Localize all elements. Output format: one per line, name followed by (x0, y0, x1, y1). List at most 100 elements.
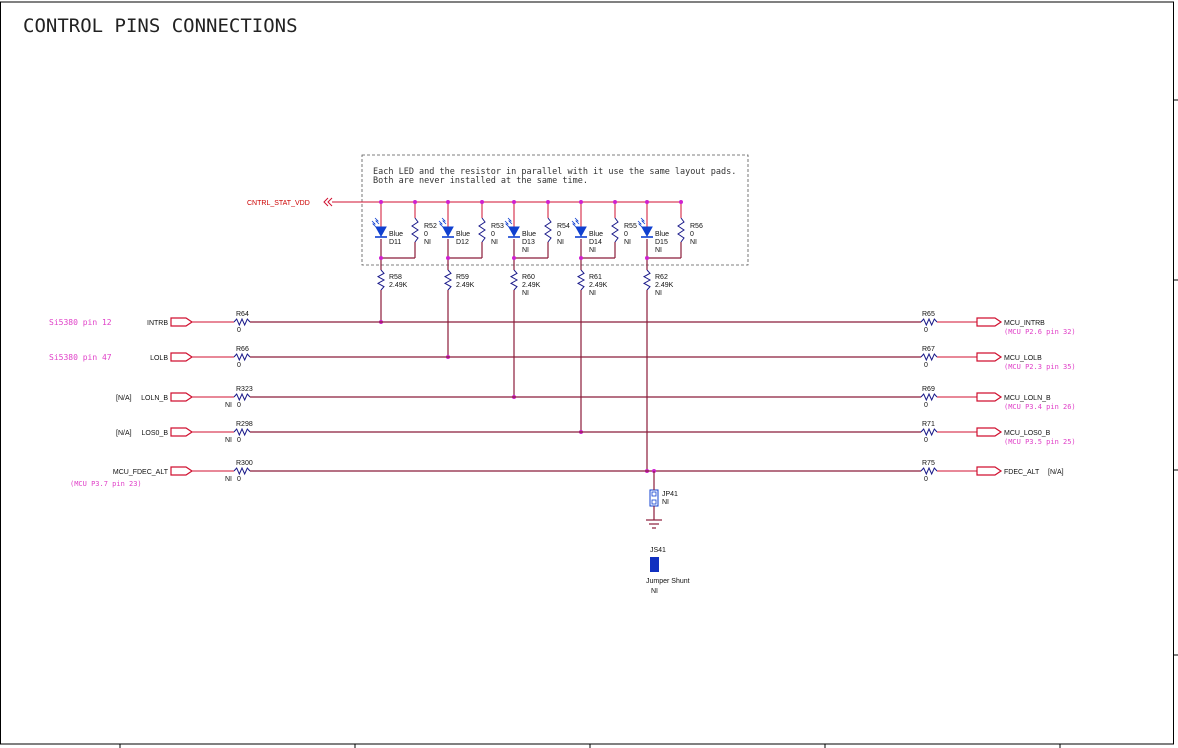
resistor-zigzag (920, 352, 938, 362)
jumper-ref: JP41 (662, 491, 678, 498)
led-ni: NI (589, 247, 596, 254)
resistor-zigzag (443, 269, 453, 291)
input-port-intrb[interactable]: INTRB (147, 317, 194, 327)
resistor-ref: R55 (624, 223, 637, 230)
resistor-value: 2.49K (589, 282, 608, 289)
resistor-ref: R323 (236, 386, 253, 393)
shunt-body (650, 557, 659, 572)
output-port-mcu-los0-b[interactable]: MCU_LOS0_B (976, 427, 1051, 437)
led-color: Blue (655, 231, 669, 238)
light-ray-icon (637, 220, 643, 228)
resistor-zigzag (376, 269, 386, 291)
jumper-shunt-js41[interactable]: JS41 Jumper Shunt NI (646, 547, 690, 595)
resistor-zigzag (233, 427, 251, 437)
junction-dot (613, 200, 617, 204)
led-triangle (375, 226, 387, 238)
port-arrow-icon (976, 427, 1003, 437)
resistor-zigzag (411, 217, 419, 243)
resistor-zigzag (677, 217, 685, 243)
jumper-pin (651, 499, 657, 505)
resistor-value: 0 (237, 402, 241, 409)
mcu-pin-note: (MCU P2.6 pin 32) (1004, 328, 1076, 336)
light-ray-icon (507, 217, 513, 225)
resistor-zigzag (642, 269, 652, 291)
resistor-zigzag (920, 466, 938, 476)
resistor-ref: R62 (655, 274, 668, 281)
resistor-value: 0 (237, 476, 241, 483)
output-port-mcu-lolb[interactable]: MCU_LOLB (976, 352, 1042, 362)
led-ref: D11 (389, 239, 401, 246)
resistor-ref: R75 (922, 460, 935, 467)
led-ref: D13 (522, 239, 535, 246)
resistor-ni: NI (624, 239, 631, 246)
port-arrow-icon (170, 317, 194, 327)
resistor-zigzag (233, 317, 251, 327)
resistor-ref: R52 (424, 223, 437, 230)
light-ray-icon (374, 217, 380, 225)
port-arrow-icon (170, 427, 194, 437)
jumper-jp41[interactable]: JP41 NI (649, 489, 678, 507)
resistor-value: 2.49K (655, 282, 674, 289)
output-port-fdec-alt[interactable]: FDEC_ALT (976, 466, 1040, 476)
port-arrow-icon (976, 392, 1003, 402)
page-title: CONTROL PINS CONNECTIONS (23, 15, 298, 37)
output-port-mcu-loln-b[interactable]: MCU_LOLN_B (976, 392, 1051, 402)
input-port-los0-b[interactable]: LOS0_B (142, 427, 194, 437)
port-arrow-icon (170, 392, 194, 402)
jumper-ni: NI (662, 499, 669, 506)
resistor-ref: R56 (690, 223, 703, 230)
resistor-ni: NI (589, 290, 596, 297)
signal-row-mcu-fdec-alt: MCU_FDEC_ALT(MCU P3.7 pin 23)R3000NIR750… (70, 460, 1064, 488)
output-port-mcu-intrb[interactable]: MCU_INTRB (976, 317, 1045, 327)
junction-dot (579, 256, 583, 260)
junction-dot (679, 200, 683, 204)
shunt-label: Jumper Shunt (646, 578, 690, 585)
junction-dot (645, 256, 649, 260)
resistor-ni: NI (557, 239, 564, 246)
port-arrow-icon (170, 352, 194, 362)
input-port-mcu-fdec-alt[interactable]: MCU_FDEC_ALT (113, 466, 194, 476)
resistor-ref: R298 (236, 421, 253, 428)
input-port-loln-b[interactable]: LOLN_B (141, 392, 194, 402)
net-label: INTRB (147, 320, 168, 327)
led-array: BlueD11R520NIR582.49KBlueD12R530NIR592.4… (371, 200, 703, 473)
led-triangle (641, 226, 653, 238)
junction-dot (446, 256, 450, 260)
junction-dot (512, 256, 516, 260)
na-tag: [N/A] (1048, 469, 1064, 476)
resistor-zigzag (576, 269, 586, 291)
input-port-lolb[interactable]: LOLB (150, 352, 194, 362)
junction-dot (480, 200, 484, 204)
mcu-pin-note: (MCU P2.3 pin 35) (1004, 363, 1076, 371)
net-label: LOS0_B (142, 430, 169, 437)
resistor-ref: R67 (922, 346, 935, 353)
